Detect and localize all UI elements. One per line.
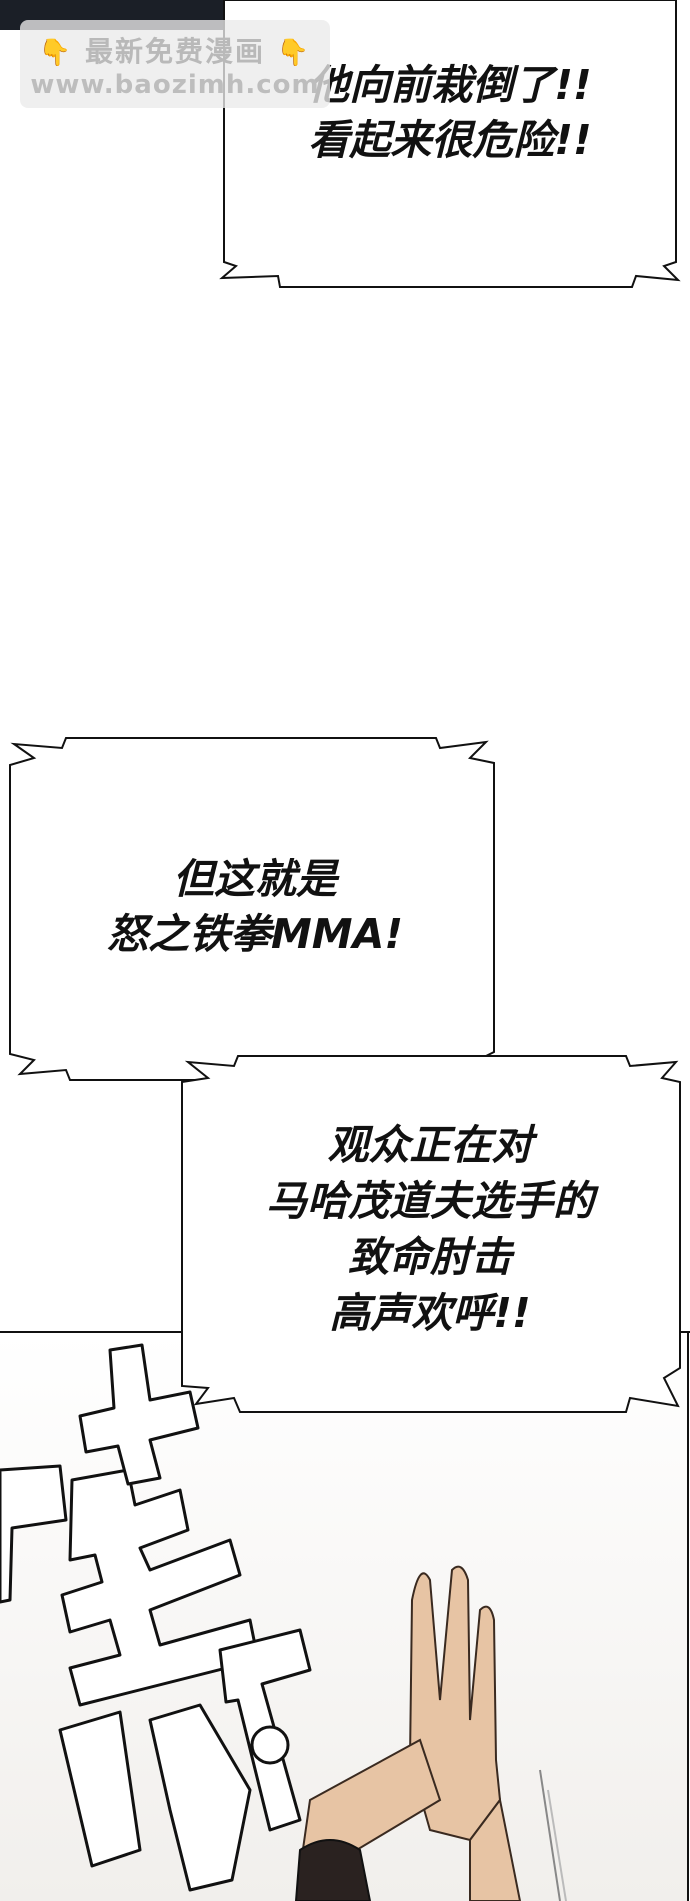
crowd-scene-panel	[0, 1333, 687, 1901]
speech-bubble-1-text: 他向前栽倒了!! 看起来很危险!!	[308, 61, 592, 164]
raised-hands-illustration	[298, 1565, 522, 1901]
watermark-title: 最新免费漫画	[84, 35, 265, 68]
sound-effect-wa	[0, 1343, 260, 1707]
motion-line	[547, 1789, 567, 1901]
pointing-down-hand-icon: 👇	[276, 38, 312, 68]
watermark: 👇 最新免费漫画 👇 www.baozimh.com	[20, 20, 330, 108]
watermark-url: www.baozimh.com	[30, 70, 320, 100]
crowd-person-head	[294, 1839, 372, 1901]
sound-effect-a	[58, 1628, 312, 1892]
motion-line	[539, 1769, 561, 1901]
speech-bubble-3-text: 观众正在对 马哈茂道夫选手的 致命肘击 高声欢呼!!	[266, 1121, 594, 1337]
speech-bubble-1	[219, 0, 681, 288]
speech-bubble-2-text: 但这就是 怒之铁拳MMA!	[106, 855, 404, 958]
speech-bubble-3	[181, 1055, 681, 1413]
pointing-down-hand-icon: 👇	[38, 38, 74, 68]
